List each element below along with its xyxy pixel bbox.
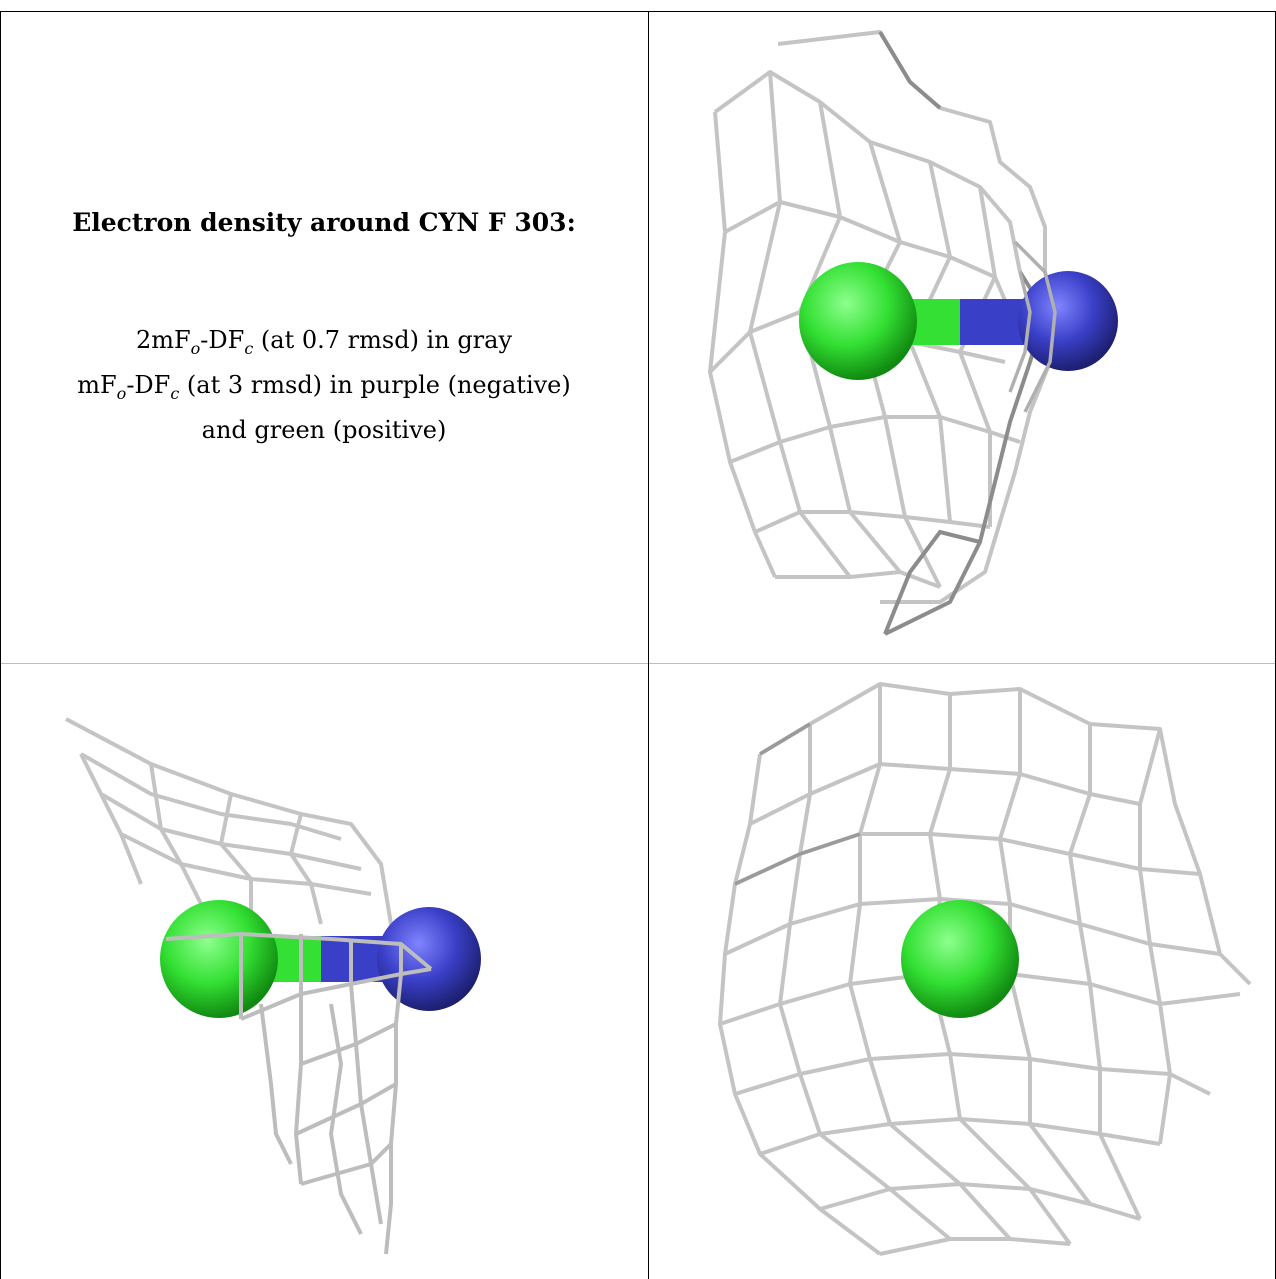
left-rule bbox=[0, 11, 1, 1279]
carbon-end-on bbox=[901, 900, 1019, 1018]
nitrogen-atom-2 bbox=[377, 907, 481, 1011]
carbon-atom-2 bbox=[160, 900, 278, 1018]
center-rule bbox=[648, 11, 649, 1279]
cyanide-molecule-2 bbox=[160, 900, 481, 1018]
density-svg-2 bbox=[65, 717, 481, 1255]
top-rule bbox=[0, 11, 1276, 12]
density-svg-3 bbox=[718, 682, 1252, 1256]
density-svg-1 bbox=[708, 30, 1118, 636]
cyanide-molecule bbox=[799, 262, 1118, 380]
middle-rule bbox=[0, 663, 1276, 664]
caption-cell: Electron density around CYN F 303: 2mFo-… bbox=[0, 12, 648, 664]
density-view-bottom-right bbox=[650, 664, 1275, 1279]
figure-title: Electron density around CYN F 303: bbox=[72, 208, 576, 237]
legend-line-3: and green (positive) bbox=[201, 415, 447, 444]
density-mesh-front bbox=[1008, 240, 1057, 413]
carbon-atom bbox=[799, 262, 917, 380]
density-view-top-right bbox=[650, 12, 1275, 662]
density-cage-dark bbox=[734, 722, 861, 886]
density-view-bottom-left bbox=[1, 664, 648, 1279]
legend-text: 2mFo-DFc (at 0.7 rmsd) in gray mFo-DFc (… bbox=[0, 322, 648, 449]
density-cage bbox=[718, 682, 1252, 1256]
legend-line-2: mFo-DFc (at 3 rmsd) in purple (negative) bbox=[77, 370, 571, 403]
carbon-atom-3 bbox=[901, 900, 1019, 1018]
legend-line-1: 2mFo-DFc (at 0.7 rmsd) in gray bbox=[135, 326, 513, 358]
density-mesh-back bbox=[65, 717, 423, 966]
nitrogen-atom bbox=[1018, 271, 1118, 371]
density-mesh-front-2 bbox=[165, 932, 433, 1255]
